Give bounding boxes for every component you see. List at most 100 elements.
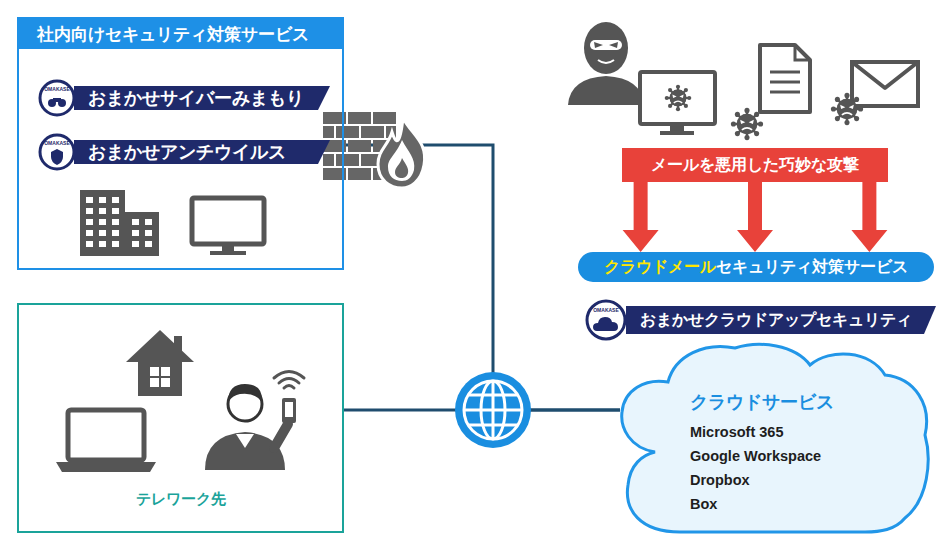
infected-mail (831, 62, 918, 125)
firewall-icon (348, 140, 371, 152)
firewall-icon (378, 118, 425, 188)
firewall-icon (361, 126, 384, 138)
globe-icon (464, 381, 522, 439)
firewall-icon (323, 126, 334, 138)
worker-figure (282, 398, 296, 423)
logo-badge (587, 301, 625, 339)
building-icon (99, 230, 106, 236)
building-icon (80, 190, 159, 256)
infected-document (770, 91, 800, 94)
building-icon (99, 208, 106, 214)
house-icon (150, 367, 159, 376)
infected-mail (852, 62, 918, 88)
building-icon (112, 219, 119, 225)
globe-icon (464, 381, 522, 439)
worker-figure (228, 384, 262, 402)
globe-icon (469, 394, 517, 397)
hacker-figure (598, 60, 614, 63)
laptop-icon (68, 410, 144, 460)
product-banner: おまかせクラウドアップセキュリティ (626, 306, 936, 334)
attack-band: メールを悪用した巧妙な攻撃 (622, 148, 888, 182)
monitor-icon (222, 244, 234, 252)
building-icon (86, 241, 93, 247)
infected-mail (852, 62, 918, 106)
house-icon (126, 330, 194, 396)
infected-document (770, 71, 800, 74)
building-icon (99, 241, 106, 247)
firewall-icon (388, 140, 414, 181)
building-icon (86, 208, 93, 214)
building-icon (86, 197, 152, 247)
logo-text: OMAKASE (37, 141, 77, 146)
node-text: クラウドメール (604, 257, 716, 278)
infected-monitor (640, 72, 715, 124)
node-text: おまかせアンチウイルス (88, 143, 286, 161)
monitor-icon (210, 251, 246, 255)
product-banner: おまかせサイバーみまもり (74, 86, 330, 110)
cloud-shape: クラウドサービス Microsoft 365Google WorkspaceDro… (620, 340, 932, 535)
attack-arrow (737, 182, 773, 252)
hacker-figure (594, 42, 603, 48)
building-icon (145, 241, 152, 247)
firewall-icon (348, 168, 371, 180)
building-icon (145, 230, 152, 236)
building-icon (132, 219, 139, 225)
worker-figure (274, 372, 304, 389)
network-line (344, 409, 620, 412)
hacker-figure (568, 22, 644, 105)
node-text: おまかせサイバーみまもり (88, 89, 304, 107)
node-text: クラウドサービス (690, 390, 932, 414)
firewall-icon (336, 126, 359, 138)
infected-monitor (670, 124, 684, 132)
worker-figure (279, 379, 299, 384)
attack-arrow (623, 182, 659, 252)
node-text: メールを悪用した巧妙な攻撃 (651, 155, 859, 176)
logo-badge (587, 301, 625, 339)
node-text: Microsoft 365 (690, 420, 932, 444)
node-text: おまかせクラウドアップセキュリティ (640, 312, 912, 328)
node-text: Google Workspace (690, 444, 932, 468)
firewall-icon (336, 154, 359, 166)
node-text: セキュリティ対策サービス (716, 257, 908, 278)
infected-document (795, 45, 810, 60)
infected-monitor (640, 72, 715, 135)
building-icon (112, 241, 119, 247)
hacker-figure (568, 76, 644, 105)
house-icon (161, 367, 170, 376)
infected-document (760, 45, 810, 112)
worker-figure (284, 386, 294, 389)
logo-badge (593, 317, 618, 331)
product-banner: おまかせアンチウイルス (74, 140, 330, 164)
firewall-icon (323, 154, 334, 166)
worker-figure (274, 424, 288, 448)
building-icon (145, 219, 152, 225)
infected-document (770, 81, 800, 84)
hacker-figure (609, 42, 618, 48)
node-text: テレワーク先 (136, 490, 226, 509)
worker-figure (205, 372, 304, 471)
service-band: クラウドメールセキュリティ対策サービス (578, 252, 934, 282)
building-icon (86, 230, 93, 236)
logo-badge (51, 149, 63, 165)
hacker-figure (590, 40, 622, 50)
hacker-figure (584, 22, 628, 74)
building-icon (112, 208, 119, 214)
infected-mail (831, 93, 863, 125)
node-text: 社内向けセキュリティ対策サービス (19, 19, 342, 49)
globe-icon (455, 372, 531, 448)
network-line (344, 145, 620, 410)
building-icon (112, 230, 119, 236)
laptop-icon (56, 410, 156, 472)
building-icon (99, 197, 106, 203)
monitor-icon (192, 198, 264, 244)
attack-arrow (851, 182, 887, 252)
telework-panel: テレワーク先 (17, 303, 344, 533)
firewall-icon (348, 112, 371, 124)
logo-text: OMAKASE (37, 87, 77, 92)
house-icon (161, 378, 170, 387)
node-text: Dropbox (690, 468, 932, 492)
house-icon (150, 378, 159, 387)
